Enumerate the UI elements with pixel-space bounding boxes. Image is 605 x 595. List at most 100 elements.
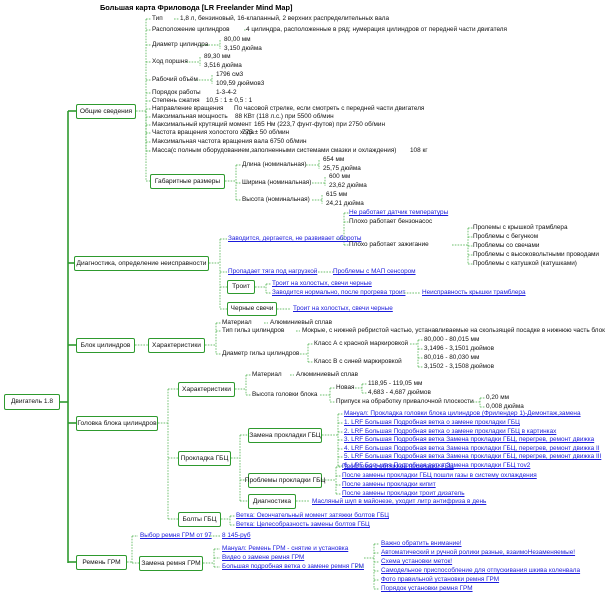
block-class-a-mm: 80,000 - 80,015 мм [424, 336, 480, 343]
gasket-prob-link-3[interactable]: После замены прокладки кипит [342, 481, 436, 488]
troit-link-black[interactable]: Троит на холостых, свечи черные [272, 280, 372, 287]
general-type-value: 1,8 л, бензиновый, 16-клапанный, 2 верхн… [180, 15, 390, 22]
node-gasket-rep[interactable]: Замена прокладки ГБЦ [248, 428, 322, 443]
timing-link-thread[interactable]: Большая подробная ветка о замене ремня Г… [222, 563, 364, 570]
general-cyl-value: 4 цилиндра, расположенные в ряд; нумерац… [246, 26, 507, 33]
general-torque-label: Максимальный крутящий момент [152, 121, 252, 128]
block-liner-dia-label: Диаметр гильз цилиндров [222, 350, 300, 357]
general-disp-cc: 1796 см3 [216, 71, 244, 78]
block-class-b-in: 3,1502 - 3,1508 дюймов [424, 363, 494, 370]
block-class-b: Класс В с синей маркировкой [314, 358, 402, 365]
general-stroke-label: Ход поршня [152, 58, 188, 65]
dims-length-label: Длина (номинальная) [242, 161, 307, 168]
node-dims[interactable]: Габаритные размеры [150, 174, 225, 189]
general-torque-value: 165 Нм (223,7 фунт-футов) при 2750 об/ми… [254, 121, 386, 128]
gasket-prob-link-2[interactable]: После замены прокладки ГБЦ пошли газы в … [342, 472, 537, 479]
black-plugs-link[interactable]: Троит на холостых, свечи черные [293, 305, 393, 312]
general-power-label: Максимальная мощность [152, 113, 228, 120]
node-black[interactable]: Черные свечи [227, 302, 277, 316]
gasket-rep-link-4[interactable]: 4. LRF Большая Подробная ветка Замена пр… [344, 445, 600, 452]
gasket-rep-link-1[interactable]: 1. LRF Большая Подробная ветка о замене … [344, 419, 520, 426]
node-timing-rep[interactable]: Замена ремня ГРМ [139, 556, 203, 571]
timing-link-tool[interactable]: Самодельное приспособление для отпускива… [381, 567, 581, 574]
node-gasket-prob[interactable]: Проблемы прокладки ГБЦ [245, 473, 325, 488]
node-block[interactable]: Блок цилиндров [76, 338, 135, 353]
dims-width-label: Ширина (номинальная) [242, 179, 312, 186]
general-stroke-in: 3,516 дюйма [204, 62, 242, 69]
block-class-a-in: 3,1496 - 3,1501 дюймов [424, 345, 494, 352]
timing-link-photo[interactable]: Фото правильной установки ремня ГРМ [381, 576, 500, 583]
head-allowance-in: 0,008 дюйма [486, 403, 524, 410]
block-material-label: Материал [222, 319, 252, 326]
general-bore-mm: 80,00 мм [224, 36, 251, 43]
timing-link-price[interactable]: 8 145-руб [222, 532, 251, 539]
dims-width-in: 23,62 дюйма [329, 182, 367, 189]
diagnostics-link[interactable]: Масляный шуп в майонезе, уходит литр ант… [312, 498, 487, 505]
diag-ign-3: Проблемы со свечами [473, 242, 540, 249]
troit-link-warm[interactable]: Заводится нормально, после прогрева трои… [272, 289, 406, 296]
block-class-a: Класс А с красной маркировкой [314, 340, 409, 347]
timing-link-marks[interactable]: Схема установки меток! [381, 558, 453, 565]
block-class-b-mm: 80,016 - 80,030 мм [424, 354, 480, 361]
dims-height-mm: 615 мм [326, 191, 348, 198]
timing-link-choose[interactable]: Выбор ремня ГРМ от 97 [140, 532, 212, 539]
general-idle-label: Частота вращения холостого хода [152, 129, 254, 136]
block-material-value: Алюминиевый сплав [270, 319, 332, 326]
head-material-label: Материал [252, 371, 282, 378]
gasket-rep-link-2[interactable]: 2. LRF Большая Подробная ветка о замене … [344, 428, 557, 435]
bolts-link-1[interactable]: Ветка: Окончательный момент затяжки болт… [236, 512, 389, 519]
timing-link-video[interactable]: Видео о замене ремня ГРМ [222, 554, 305, 561]
diag-link-temp-sensor[interactable]: Не работает датчик температуры [349, 209, 449, 216]
node-diag[interactable]: Диагностика, определение неисправности [74, 256, 209, 271]
diag-link-revs[interactable]: Заводится, дергается, не развивает оборо… [228, 235, 362, 242]
gasket-rep-link-5[interactable]: 5. LRF Большая Подробная ветка Замена пр… [344, 453, 602, 460]
general-bore-in: 3,150 дюйма [224, 45, 262, 52]
root-node[interactable]: Двигатель 1.8 [4, 394, 60, 410]
node-head-char[interactable]: Характеристики [178, 382, 235, 397]
bolts-link-2[interactable]: Ветка: Целесобразность замены болтов ГБЦ [236, 521, 370, 528]
troit-link-distributor[interactable]: Неисправность крышки трамблера [422, 289, 526, 296]
diag-link-map-sensor[interactable]: Проблемы с МАП сенсором [333, 268, 416, 275]
head-material-value: Алюминиевый сплав [296, 371, 358, 378]
node-head[interactable]: Головка блока цилиндров [76, 416, 158, 431]
general-type-label: Тип [152, 15, 163, 22]
node-general[interactable]: Общие сведения [76, 104, 136, 119]
node-troit[interactable]: Троит [227, 280, 255, 294]
head-new-in: 4,683 - 4,687 дюймов [368, 389, 431, 396]
node-timing[interactable]: Ремень ГРМ [76, 555, 127, 570]
diag-ignition: Плохо работает зажигание [349, 241, 429, 248]
gasket-prob-link-1[interactable]: Проблема с обтяжкой прокладки ГБЦ [342, 463, 454, 470]
node-block-char[interactable]: Характеристики [148, 338, 205, 353]
head-allowance-label: Припуск на обработку привалочной плоскос… [336, 398, 474, 405]
general-disp-in: 109,59 дюймов3 [216, 80, 265, 87]
general-cyl-label: Расположение цилиндров [152, 26, 230, 33]
dims-height-in: 24,21 дюйма [326, 200, 364, 207]
dims-length-in: 25,75 дюйма [323, 165, 361, 172]
general-idle-value: 775 ± 50 об/мин [242, 129, 290, 136]
diag-link-traction[interactable]: Пропадает тяга под нагрузкой [228, 268, 318, 275]
node-bolts[interactable]: Болты ГБЦ [178, 512, 221, 527]
node-gasket[interactable]: Прокладка ГБЦ [178, 451, 231, 466]
diag-ign-1: Пролемы с крышкой трамблера [473, 224, 568, 231]
gasket-rep-manual[interactable]: Мануал: Прокладка головки блока цилиндро… [344, 410, 581, 417]
gasket-rep-link-3[interactable]: 3. LRF Большая Подробная ветка Замена пр… [344, 436, 595, 443]
node-diagnostics[interactable]: Диагностика [248, 494, 296, 509]
general-bore-label: Диаметр цилиндра [152, 41, 209, 48]
general-comp-label: Степень сжатия [152, 97, 200, 104]
diag-ign-5: Проблемы с катушкой (катушками) [473, 260, 577, 267]
general-power-value: 88 КВт (118 л.с.) при 5500 об/мин [235, 113, 334, 120]
gasket-prob-link-4[interactable]: После замены прокладки троит дизатель [342, 490, 465, 497]
head-height-label: Высота головки блока [252, 391, 318, 398]
dims-height-label: Высота (номинальная) [242, 196, 310, 203]
timing-link-order[interactable]: Порядок установки ремня ГРМ [381, 585, 473, 592]
timing-link-rollers[interactable]: Автоматический и ручной ролики разные, в… [381, 549, 576, 556]
general-comp-value: 10,5 : 1 ± 0,5 : 1 [206, 97, 253, 104]
block-liner-value: Мокрые, с нижней ребристой частью, устан… [302, 327, 605, 334]
general-maxrpm-label: Максимальная частота вращения вала [152, 138, 269, 145]
timing-link-manual[interactable]: Мануал: Ремень ГРМ - снятие и установка [222, 545, 349, 552]
timing-link-important[interactable]: Важно обратить внимание! [381, 540, 462, 547]
general-rot-value: По часовой стрелке, если смотреть с пере… [234, 105, 425, 112]
gasket-rep-link-6[interactable]: 6. LRF Большая Подробная ветка Замена пр… [344, 462, 531, 469]
